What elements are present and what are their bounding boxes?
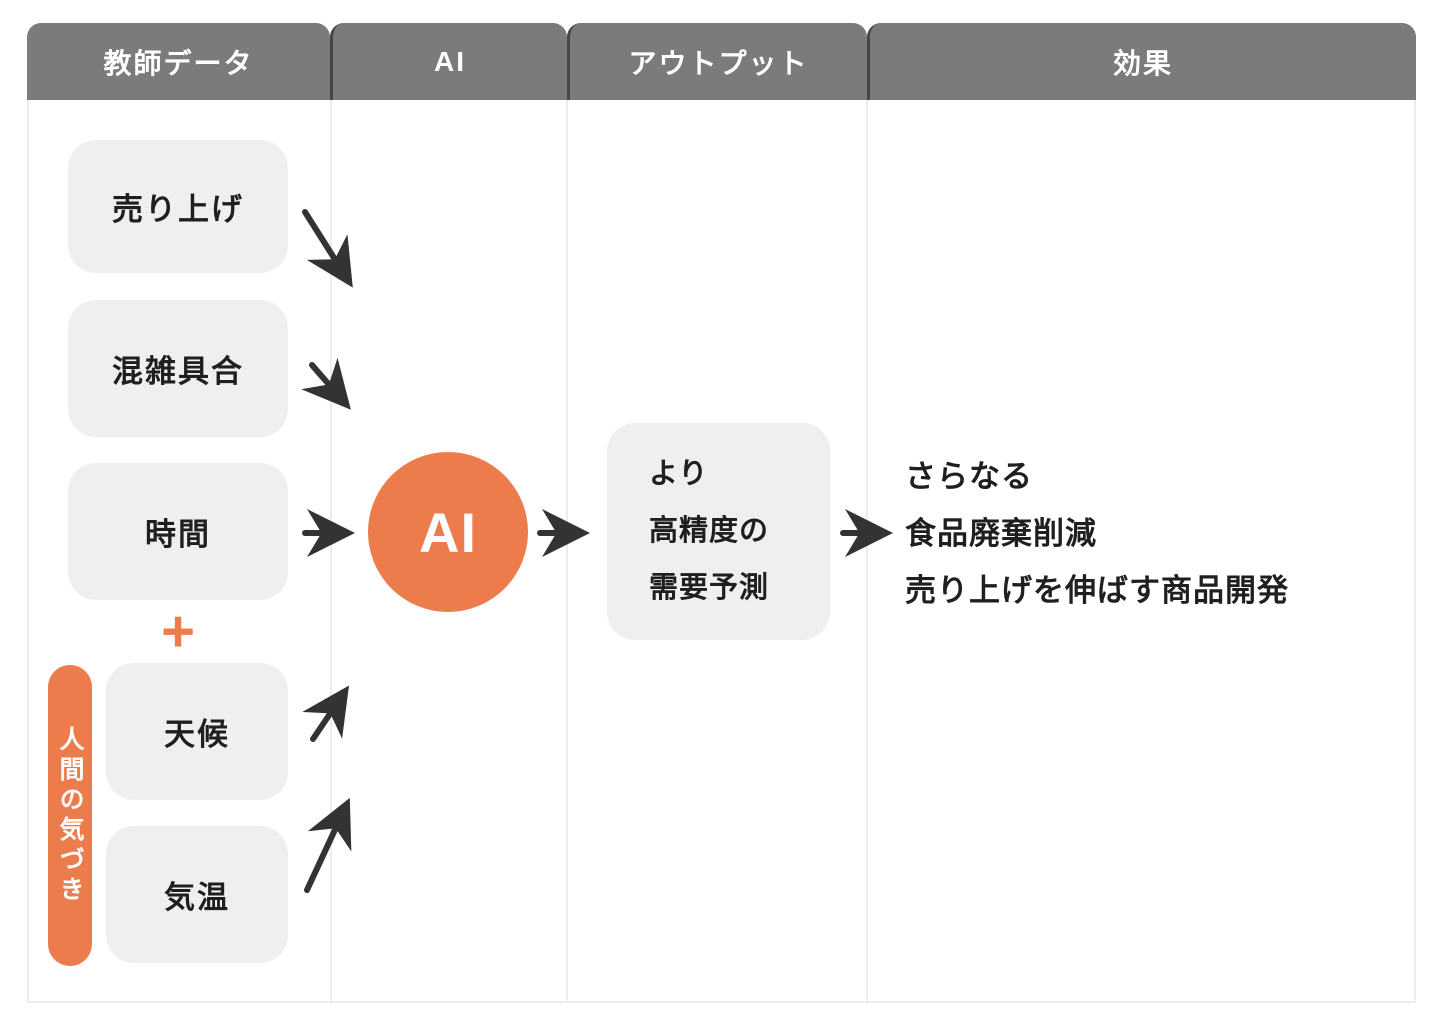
output-line: より	[649, 458, 709, 490]
ai-circle: AI	[368, 452, 528, 612]
column-header-output: アウトプット	[567, 23, 867, 100]
column-header-effect: 効果	[867, 23, 1416, 100]
data-box-label: 混雑具合	[112, 354, 244, 389]
output-box: より 高精度の 需要予測	[607, 423, 830, 640]
column-divider	[866, 100, 868, 1003]
diagram-body-frame	[27, 100, 1416, 1003]
data-box-sales: 売り上げ	[68, 140, 288, 273]
effect-text-block: さらなる 食品廃棄削減 売り上げを伸ばす商品開発	[905, 448, 1289, 619]
human-insight-pill: 人間の気づき	[48, 665, 92, 966]
data-box-temperature: 気温	[106, 826, 288, 963]
effect-line: 食品廃棄削減	[905, 516, 1097, 551]
plus-sign: +	[161, 599, 195, 664]
human-insight-label: 人間の気づき	[56, 725, 84, 906]
column-header-label: AI	[434, 45, 466, 77]
column-header-label: アウトプット	[628, 47, 809, 79]
data-box-time: 時間	[68, 463, 288, 600]
column-header-ai: AI	[330, 23, 567, 100]
data-box-label: 気温	[164, 880, 230, 915]
effect-line: 売り上げを伸ばす商品開発	[905, 573, 1289, 608]
output-line: 需要予測	[649, 572, 770, 604]
column-divider	[566, 100, 568, 1003]
data-box-label: 時間	[145, 517, 211, 552]
data-box-label: 売り上げ	[112, 192, 244, 227]
data-box-congestion: 混雑具合	[68, 300, 288, 437]
ai-circle-label: AI	[419, 500, 477, 564]
data-box-weather: 天候	[106, 663, 288, 800]
column-header-label: 効果	[1112, 47, 1173, 79]
column-header-training-data: 教師データ	[27, 23, 330, 100]
column-header-label: 教師データ	[103, 47, 254, 79]
column-divider	[330, 100, 332, 1003]
output-line: 高精度の	[649, 515, 770, 547]
data-box-label: 天候	[164, 717, 230, 752]
effect-line: さらなる	[905, 459, 1033, 494]
